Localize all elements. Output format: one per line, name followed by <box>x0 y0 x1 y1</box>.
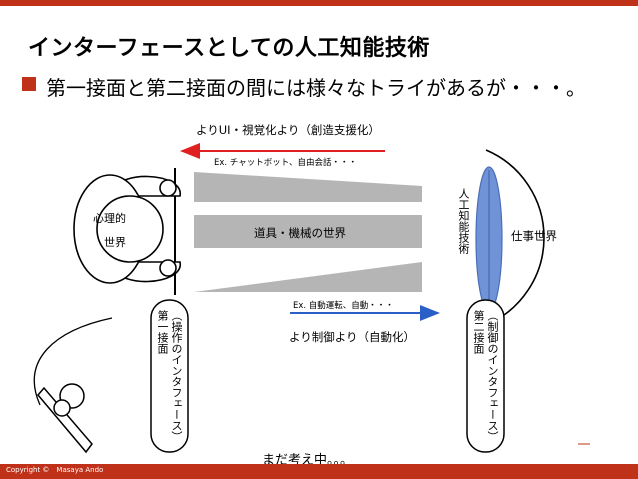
top-accent-bar <box>0 0 638 6</box>
second-interface-body: （制御のインタフェース） <box>486 310 499 442</box>
top-arrow-label: よりUI・視覚化より（創造支援化） <box>196 123 380 137</box>
lower-gray-band-cut <box>194 262 422 292</box>
ai-technology-label: 人工知能技術 <box>457 188 470 254</box>
person-top-view-icon <box>73 174 181 284</box>
top-arrow-example: Ex. チャットボット、自由会話・・・ <box>214 158 358 168</box>
second-interface-capsule <box>466 299 505 453</box>
middle-band-label: 道具・機械の世界 <box>254 226 346 240</box>
footer-bar: Copyright © Masaya Ando <box>0 464 638 479</box>
bottom-arrow-label: より制御より（自動化） <box>289 330 416 344</box>
upper-gray-band <box>194 172 422 202</box>
slide-title: インターフェースとしての人工知能技術 <box>28 36 430 61</box>
first-interface-body: （操作のインタフェース） <box>170 310 183 442</box>
work-world-label: 仕事世界 <box>511 229 557 243</box>
slide-subtitle: 第一接面と第二接面の間には様々なトライがあるが・・・。 <box>46 76 586 100</box>
footer-copyright: Copyright © Masaya Ando <box>6 466 104 474</box>
person-label-line1: 心理的 <box>93 212 126 225</box>
bottom-arrow-example: Ex. 自動運転、自動・・・ <box>293 301 394 311</box>
first-interface-capsule <box>150 299 189 453</box>
person-label-line2: 世界 <box>104 236 126 249</box>
robot-figure-icon <box>37 383 93 454</box>
work-world-arc <box>485 149 545 326</box>
first-interface-head: 第一接面 <box>156 310 169 354</box>
left-arc <box>33 317 113 406</box>
second-interface-head: 第二接面 <box>472 310 485 354</box>
middle-gray-band <box>194 215 422 248</box>
bullet-square-icon <box>22 77 36 91</box>
